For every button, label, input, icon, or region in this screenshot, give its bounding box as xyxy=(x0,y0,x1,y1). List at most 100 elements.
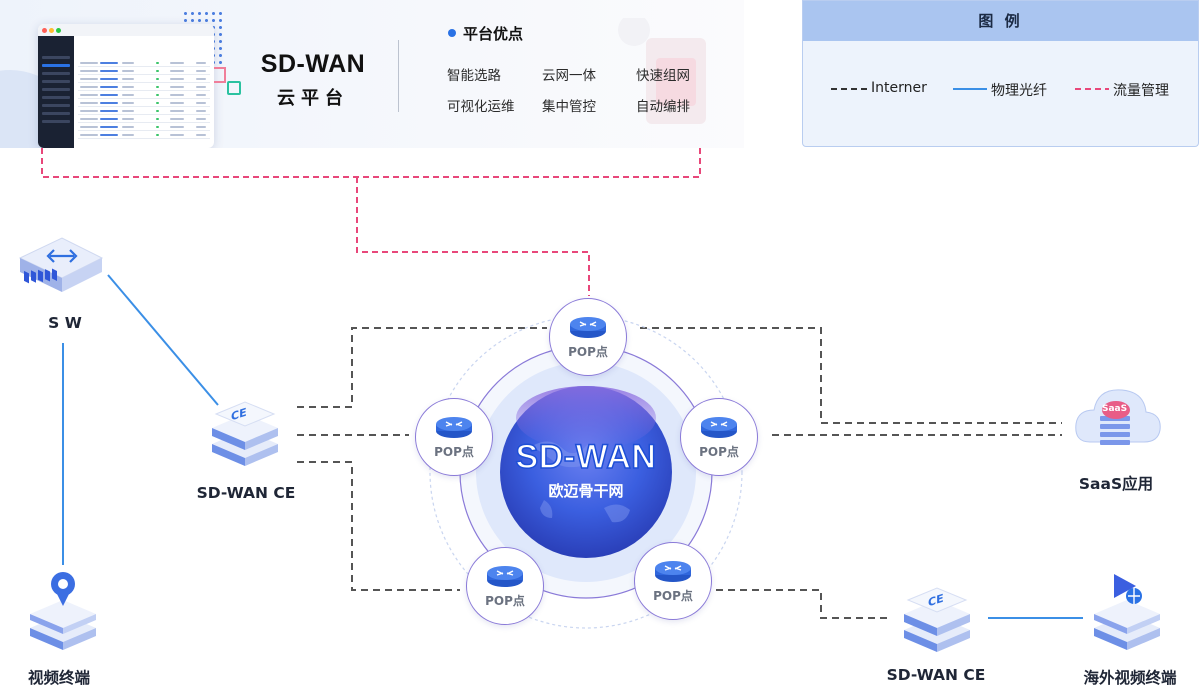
pop-label: POP点 xyxy=(434,445,474,459)
platform-title: SD-WAN xyxy=(260,50,366,78)
screenshot-nav-item xyxy=(42,96,70,99)
screenshot-table-cell xyxy=(122,62,134,64)
screenshot-table-row xyxy=(78,106,210,107)
overseas-video-label: 海外视频终端 xyxy=(1083,669,1177,687)
window-dot-icon xyxy=(49,28,54,33)
screenshot-table-cell xyxy=(170,94,184,96)
router-icon xyxy=(436,417,472,438)
legend-fiber-line xyxy=(953,88,987,90)
screenshot-table-cell xyxy=(156,134,159,136)
screenshot-table-cell xyxy=(80,102,98,104)
screenshot-table-row xyxy=(78,82,210,83)
screenshot-table-cell xyxy=(196,134,206,136)
pop-node: POP点 xyxy=(634,542,712,620)
legend-fiber-label: 物理光纤 xyxy=(991,83,1047,99)
screenshot-table-cell xyxy=(80,94,98,96)
pop-label: POP点 xyxy=(568,345,608,359)
ce-router-icon xyxy=(904,587,970,652)
screenshot-table-cell xyxy=(196,126,206,128)
screenshot-table-cell xyxy=(196,70,206,72)
traffic-management-link xyxy=(41,148,701,178)
screenshot-table-cell xyxy=(170,126,184,128)
legend-internet-label: Interner xyxy=(871,80,927,96)
screenshot-nav-item xyxy=(42,120,70,123)
screenshot-table-cell xyxy=(100,126,118,128)
router-icon xyxy=(487,566,523,587)
screenshot-table-cell xyxy=(122,102,134,104)
screenshot-table-cell xyxy=(100,102,118,104)
screenshot-sidebar xyxy=(38,36,74,148)
video-terminal-label: 视频终端 xyxy=(27,669,90,687)
screenshot-table-cell xyxy=(80,78,98,80)
decor-bracket xyxy=(214,67,226,83)
backbone-title: SD-WAN xyxy=(515,437,657,477)
advantages-title: 平台优点 xyxy=(463,25,524,43)
screenshot-table-cell xyxy=(100,118,118,120)
router-icon xyxy=(570,317,606,338)
advantage-item: 智能选路 xyxy=(447,68,501,84)
screenshot-table-row xyxy=(78,98,210,99)
screenshot-table-cell xyxy=(100,70,118,72)
internet-link xyxy=(297,461,460,591)
screenshot-nav-item xyxy=(42,104,70,107)
screenshot-table-cell xyxy=(156,70,159,72)
screenshot-table-cell xyxy=(196,78,206,80)
legend-title: 图 例 xyxy=(803,1,1198,41)
window-dot-icon xyxy=(42,28,47,33)
screenshot-nav-item xyxy=(42,80,70,83)
screenshot-table-cell xyxy=(196,102,206,104)
screenshot-table-cell xyxy=(100,78,118,80)
traffic-management-link xyxy=(356,177,590,296)
screenshot-table-row xyxy=(78,122,210,123)
screenshot-table-row xyxy=(78,114,210,115)
pop-node: POP点 xyxy=(415,398,493,476)
platform-subtitle: 云平台 xyxy=(277,88,349,109)
screenshot-nav-item xyxy=(42,64,70,67)
screenshot-table-row xyxy=(78,90,210,91)
advantage-item: 自动编排 xyxy=(636,99,690,115)
bullet-dot-icon xyxy=(448,29,456,37)
screenshot-table-cell xyxy=(122,134,134,136)
screenshot-table-cell xyxy=(122,94,134,96)
screenshot-table-row xyxy=(78,138,210,139)
screenshot-titlebar xyxy=(38,24,214,36)
pop-node: POP点 xyxy=(466,547,544,625)
screenshot-table-row xyxy=(78,74,210,75)
screenshot-table-cell xyxy=(122,110,134,112)
router-icon xyxy=(701,417,737,438)
screenshot-nav-item xyxy=(42,112,70,115)
screenshot-table-cell xyxy=(80,134,98,136)
screenshot-table-cell xyxy=(170,86,184,88)
screenshot-table-cell xyxy=(156,94,159,96)
screenshot-table-cell xyxy=(170,110,184,112)
router-icon xyxy=(655,561,691,582)
screenshot-table-cell xyxy=(170,70,184,72)
screenshot-table-cell xyxy=(156,86,159,88)
banner-decor-graphic xyxy=(618,18,706,124)
decor-square xyxy=(227,81,241,95)
screenshot-table-cell xyxy=(122,78,134,80)
screenshot-table-cell xyxy=(196,94,206,96)
screenshot-table-row xyxy=(78,66,210,67)
screenshot-table-cell xyxy=(196,118,206,120)
screenshot-table-cell xyxy=(196,110,206,112)
ce-router-icon xyxy=(212,401,278,466)
window-dot-icon xyxy=(56,28,61,33)
internet-link xyxy=(297,327,547,408)
legend-panel: 图 例 Interner 物理光纤 流量管理 xyxy=(802,0,1199,147)
screenshot-table-cell xyxy=(122,126,134,128)
ce-right-label: SD-WAN CE xyxy=(886,666,986,684)
screenshot-table-cell xyxy=(100,94,118,96)
screenshot-table-cell xyxy=(80,118,98,120)
video-terminal-icon xyxy=(30,572,96,650)
screenshot-table-cell xyxy=(170,78,184,80)
screenshot-table-cell xyxy=(100,110,118,112)
advantage-item: 集中管控 xyxy=(542,99,596,115)
screenshot-table-cell xyxy=(80,62,98,64)
screenshot-table-cell xyxy=(80,110,98,112)
screenshot-table-cell xyxy=(196,86,206,88)
legend-traffic-label: 流量管理 xyxy=(1113,83,1169,99)
screenshot-table-cell xyxy=(156,62,159,64)
overseas-video-terminal-icon xyxy=(1094,574,1160,650)
